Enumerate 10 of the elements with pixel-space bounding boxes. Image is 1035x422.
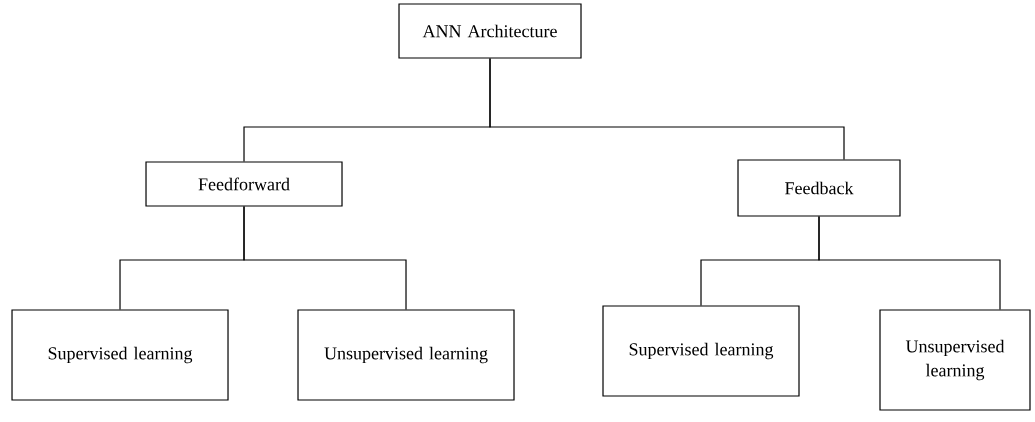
box: Feedforward — [145, 161, 343, 207]
connector-line — [818, 216, 1001, 310]
box: Feedback — [737, 159, 901, 217]
box: Supervised learning — [11, 309, 229, 401]
box: Supervised learning — [602, 305, 800, 397]
box: Unsupervised learning — [879, 309, 1031, 411]
connector-line — [243, 206, 407, 310]
box: Unsupervised learning — [297, 309, 515, 401]
box: ANN Architecture — [398, 3, 582, 59]
connector-line — [489, 58, 845, 160]
